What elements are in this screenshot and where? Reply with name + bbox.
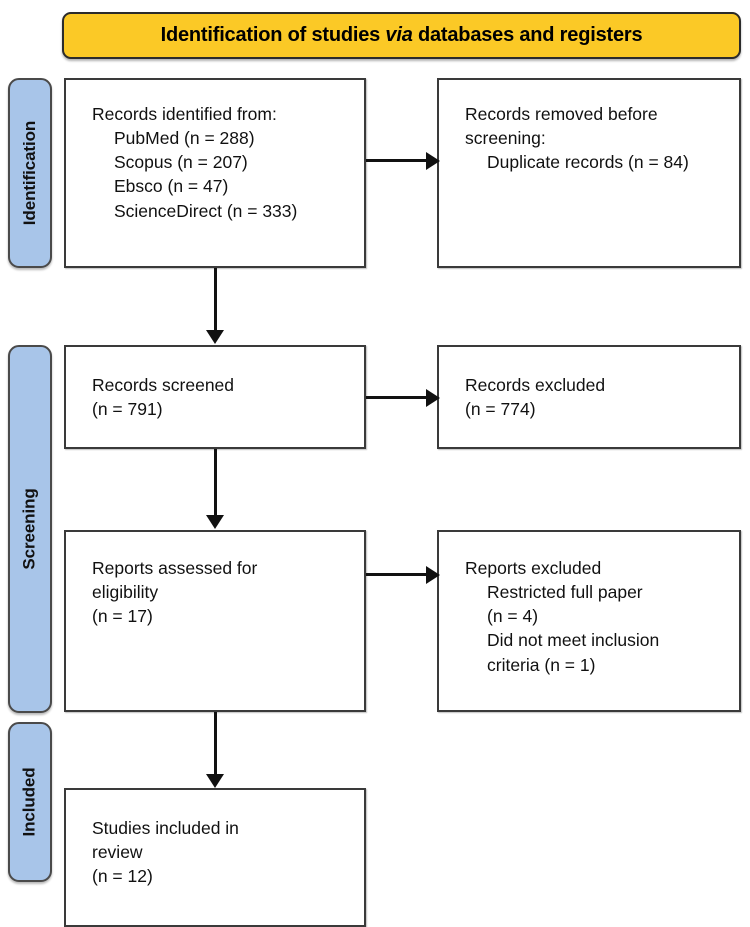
node-reports-assessed-eligibility: Reports assessed for eligibility (n = 17… bbox=[64, 530, 366, 712]
node-text: Reports assessed for eligibility (n = 17… bbox=[92, 556, 354, 628]
node-line: screening: bbox=[465, 128, 546, 149]
phase-rail-included: Included bbox=[8, 722, 52, 882]
node-line: review bbox=[92, 842, 143, 863]
arrowhead-down-icon bbox=[206, 774, 224, 788]
arrowhead-down-icon bbox=[206, 515, 224, 529]
node-text: Reports excluded Restricted full paper (… bbox=[465, 556, 729, 677]
node-line: (n = 17) bbox=[92, 606, 153, 627]
node-text: Studies included in review (n = 12) bbox=[92, 816, 354, 888]
node-text: Records screened (n = 791) bbox=[92, 373, 354, 421]
node-reports-excluded: Reports excluded Restricted full paper (… bbox=[437, 530, 741, 712]
node-text: Records identified from: PubMed (n = 288… bbox=[92, 102, 354, 223]
node-line: Ebsco (n = 47) bbox=[114, 176, 229, 197]
arrowhead-right-icon bbox=[426, 389, 440, 407]
node-line: Records screened bbox=[92, 375, 235, 395]
node-line: PubMed (n = 288) bbox=[114, 128, 255, 149]
node-line: Studies included in bbox=[92, 818, 239, 838]
node-studies-included: Studies included in review (n = 12) bbox=[64, 788, 366, 927]
node-line: criteria (n = 1) bbox=[487, 654, 596, 675]
node-line: (n = 4) bbox=[487, 606, 539, 627]
phase-rail-label: Screening bbox=[20, 488, 40, 570]
node-line: eligibility bbox=[92, 582, 159, 603]
diagram-title-part-1: Identification of studies bbox=[160, 24, 386, 46]
node-line: Restricted full paper bbox=[487, 582, 643, 603]
node-line: Records removed before bbox=[465, 104, 658, 124]
node-line: (n = 791) bbox=[92, 399, 163, 420]
node-line: Scopus (n = 207) bbox=[114, 152, 248, 173]
node-line: Records excluded bbox=[465, 375, 606, 395]
node-line: Records identified from: bbox=[92, 104, 277, 124]
node-line: Did not meet inclusion bbox=[487, 630, 660, 651]
diagram-title-part-2: databases and registers bbox=[412, 24, 643, 46]
diagram-title: Identification of studies via databases … bbox=[161, 24, 643, 47]
arrowhead-right-icon bbox=[426, 566, 440, 584]
arrowhead-down-icon bbox=[206, 330, 224, 344]
node-records-removed: Records removed before screening: Duplic… bbox=[437, 78, 741, 268]
node-line: ScienceDirect (n = 333) bbox=[114, 200, 298, 221]
node-line: Reports excluded bbox=[465, 558, 602, 578]
connector-screened-to-excluded bbox=[366, 396, 428, 399]
node-line: Duplicate records (n = 84) bbox=[487, 152, 689, 173]
connector-screened-to-eligibility bbox=[214, 449, 217, 515]
node-text: Records removed before screening: Duplic… bbox=[465, 102, 729, 174]
node-line: Reports assessed for bbox=[92, 558, 258, 578]
phase-rail-screening: Screening bbox=[8, 345, 52, 713]
node-records-identified: Records identified from: PubMed (n = 288… bbox=[64, 78, 366, 268]
node-line: (n = 12) bbox=[92, 866, 153, 887]
diagram-title-via: via bbox=[385, 24, 413, 46]
arrowhead-right-icon bbox=[426, 152, 440, 170]
node-records-screened: Records screened (n = 791) bbox=[64, 345, 366, 449]
phase-rail-label: Identification bbox=[20, 120, 40, 226]
node-text: Records excluded (n = 774) bbox=[465, 373, 729, 421]
phase-rail-identification: Identification bbox=[8, 78, 52, 268]
connector-eligibility-to-included bbox=[214, 712, 217, 774]
node-line: (n = 774) bbox=[465, 399, 536, 420]
phase-rail-label: Included bbox=[20, 767, 39, 837]
connector-identified-to-screened bbox=[214, 268, 217, 330]
node-records-excluded: Records excluded (n = 774) bbox=[437, 345, 741, 449]
connector-identified-to-removed bbox=[366, 159, 428, 162]
diagram-header-banner: Identification of studies via databases … bbox=[62, 12, 741, 59]
connector-eligibility-to-reports-excluded bbox=[366, 573, 428, 576]
